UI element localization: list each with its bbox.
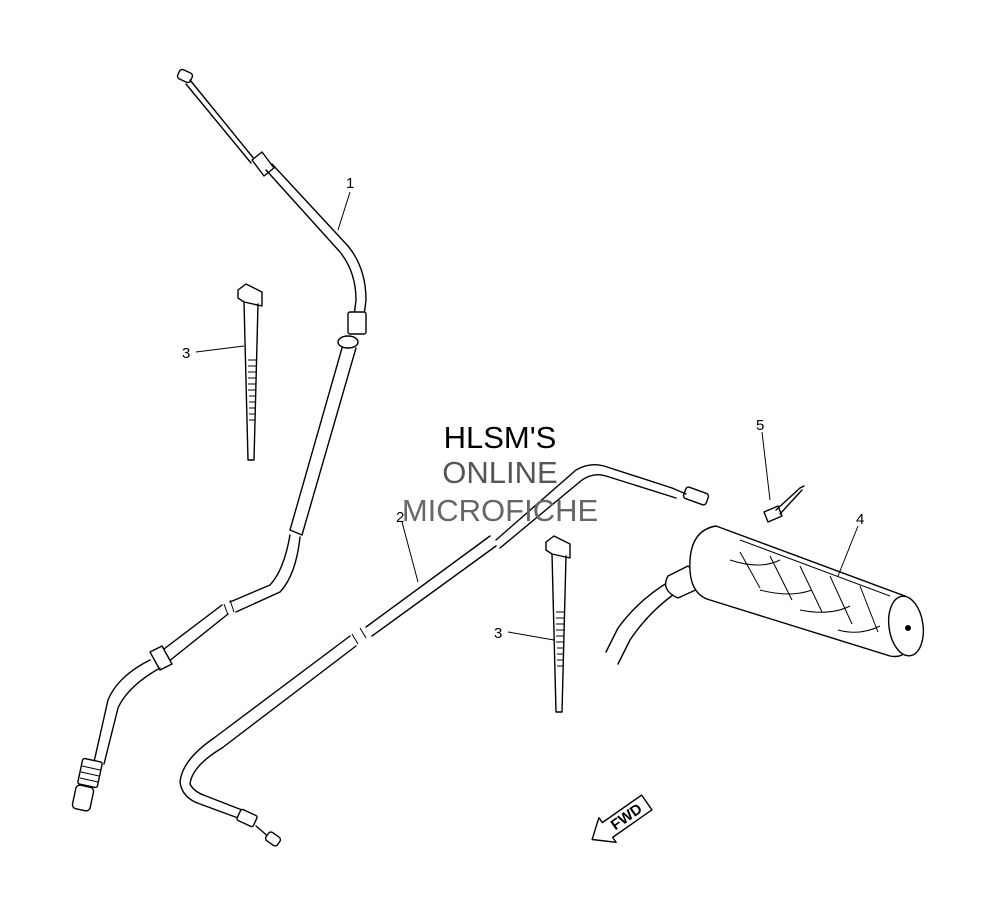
watermark-line-1: HLSM'S bbox=[443, 420, 557, 455]
callout-2: 2 bbox=[396, 509, 404, 526]
cable-tie-part-3b bbox=[545, 535, 571, 713]
watermark-line-3: MICROFICHE bbox=[401, 493, 599, 528]
cable-tie-part-3a bbox=[237, 283, 263, 461]
callout-3a: 3 bbox=[182, 345, 190, 362]
callout-5: 5 bbox=[756, 417, 764, 434]
callout-leaders bbox=[195, 191, 859, 641]
screw-part-5 bbox=[763, 485, 805, 523]
callout-3b: 3 bbox=[494, 625, 502, 642]
callout-4: 4 bbox=[856, 511, 864, 528]
callout-1: 1 bbox=[346, 175, 354, 192]
watermark-line-2: ONLINE bbox=[442, 455, 558, 490]
fwd-direction-arrow: FWD bbox=[591, 794, 653, 843]
throttle-grip-part-4 bbox=[605, 525, 925, 665]
cable-part-1 bbox=[71, 68, 367, 812]
cable-part-2 bbox=[179, 463, 710, 847]
